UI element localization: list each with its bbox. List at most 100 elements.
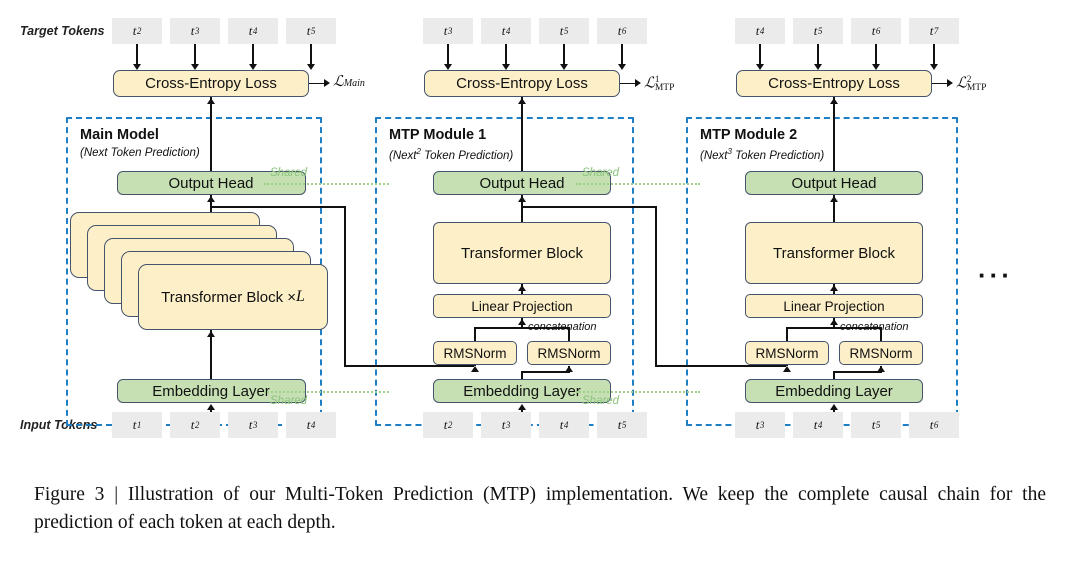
target-token-arrow-head [559, 63, 568, 70]
output-to-loss-arrow-head [206, 98, 215, 104]
causal-chain-mtp1-to-mtp2-top [522, 206, 656, 208]
target-token-arrow-line [875, 44, 877, 65]
concat-left-riser [786, 327, 788, 341]
causal-chain-mtp1-to-mtp2-tip [786, 365, 788, 366]
embedding-to-rmsnorm-line [833, 371, 882, 373]
linear-projection-box: Linear Projection [433, 294, 611, 318]
loss-out-arrow-head [947, 79, 953, 87]
embedding-to-rmsnorm-line [521, 371, 570, 373]
target-token-arrow-head [190, 63, 199, 70]
module-subtitle: (Next3 Token Prediction) [700, 147, 825, 162]
transformer-to-output-arrow-head [829, 196, 838, 202]
concat-right-riser [568, 327, 570, 341]
loss-out-arrow-head [324, 79, 330, 87]
concatenation-label: concatenation [840, 321, 909, 333]
output-head-box: Output Head [116, 171, 306, 195]
rmsnorm-right-box: RMSNorm [527, 341, 611, 365]
concat-to-linear-arrow-head [829, 319, 838, 325]
embedding-riser [521, 371, 523, 379]
shared-embedding-link [264, 391, 389, 393]
causal-chain-main-to-mtp1-rail [344, 206, 346, 365]
output-head-box: Output Head [745, 171, 923, 195]
concat-left-riser [474, 327, 476, 341]
shared-embedding-link [576, 391, 700, 393]
causal-chain-main-to-mtp1-tip [474, 365, 476, 366]
rmsnorm-left-box: RMSNorm [745, 341, 829, 365]
target-token-arrow-line [505, 44, 507, 65]
input-tokens-label: Input Tokens [20, 418, 98, 432]
target-token-arrow-head [929, 63, 938, 70]
shared-label: Shared [582, 395, 620, 407]
target-token-arrow-head [306, 63, 315, 70]
cross-entropy-loss-box: Cross-Entropy Loss [113, 70, 309, 97]
target-token-arrow-line [563, 44, 565, 65]
rmsnorm-left-box: RMSNorm [433, 341, 517, 365]
output-to-loss-arrow-head [829, 98, 838, 104]
target-token-arrow-head [501, 63, 510, 70]
target-token-arrow-head [132, 63, 141, 70]
target-token-arrow-head [617, 63, 626, 70]
target-token-arrow-head [813, 63, 822, 70]
causal-chain-main-to-mtp1-top [211, 206, 345, 208]
loss-symbol: ℒMain [333, 73, 365, 90]
linear-to-transformer-arrow-head [517, 285, 526, 291]
rmsnorm-right-box: RMSNorm [839, 341, 923, 365]
module-subtitle: (Next Token Prediction) [80, 147, 200, 159]
target-token-arrow-head [871, 63, 880, 70]
linear-to-transformer-arrow-head [829, 285, 838, 291]
transformer-to-output-line [521, 195, 523, 222]
embedding-to-stack-arrow-head [206, 331, 215, 337]
module-title: Main Model [80, 127, 159, 143]
transformer-to-output-arrow-head [517, 196, 526, 202]
transformer-block-box: Transformer Block [745, 222, 923, 284]
shared-label: Shared [270, 167, 308, 179]
target-token-arrow-line [817, 44, 819, 65]
input-to-embedding-arrow-head [829, 404, 838, 410]
input-to-embedding-arrow-head [517, 404, 526, 410]
concatenation-label: concatenation [528, 321, 597, 333]
loss-out-line [620, 82, 636, 85]
module-title: MTP Module 1 [389, 127, 487, 143]
embedding-riser [833, 371, 835, 379]
figure-caption: Figure 3 | Illustration of our Multi-Tok… [34, 484, 1046, 533]
shared-label: Shared [270, 395, 308, 407]
transformer-stack-label: Transformer Block × L [161, 288, 305, 306]
embedding-layer-box: Embedding Layer [745, 379, 923, 403]
transformer-block-box: Transformer Block [433, 222, 611, 284]
causal-chain-main-to-mtp1-bottom [344, 365, 475, 367]
cross-entropy-loss-box: Cross-Entropy Loss [736, 70, 932, 97]
input-to-embedding-line [210, 408, 212, 412]
causal-chain-main-to-mtp1-arrow-head [470, 365, 479, 372]
causal-chain-mtp1-to-mtp2-rail [655, 206, 657, 365]
target-token-arrow-line [621, 44, 623, 65]
loss-out-line [309, 82, 325, 85]
target-token-arrow-line [310, 44, 312, 65]
causal-chain-mtp1-to-mtp2-bottom [655, 365, 787, 367]
target-token-arrow-head [755, 63, 764, 70]
target-token-arrow-head [248, 63, 257, 70]
embedding-layer-box: Embedding Layer [116, 379, 306, 403]
output-to-loss-line [521, 97, 523, 171]
input-to-embedding-arrow-head [206, 404, 215, 410]
target-token-arrow-head [443, 63, 452, 70]
continuation-ellipsis: ··· [978, 260, 1013, 290]
